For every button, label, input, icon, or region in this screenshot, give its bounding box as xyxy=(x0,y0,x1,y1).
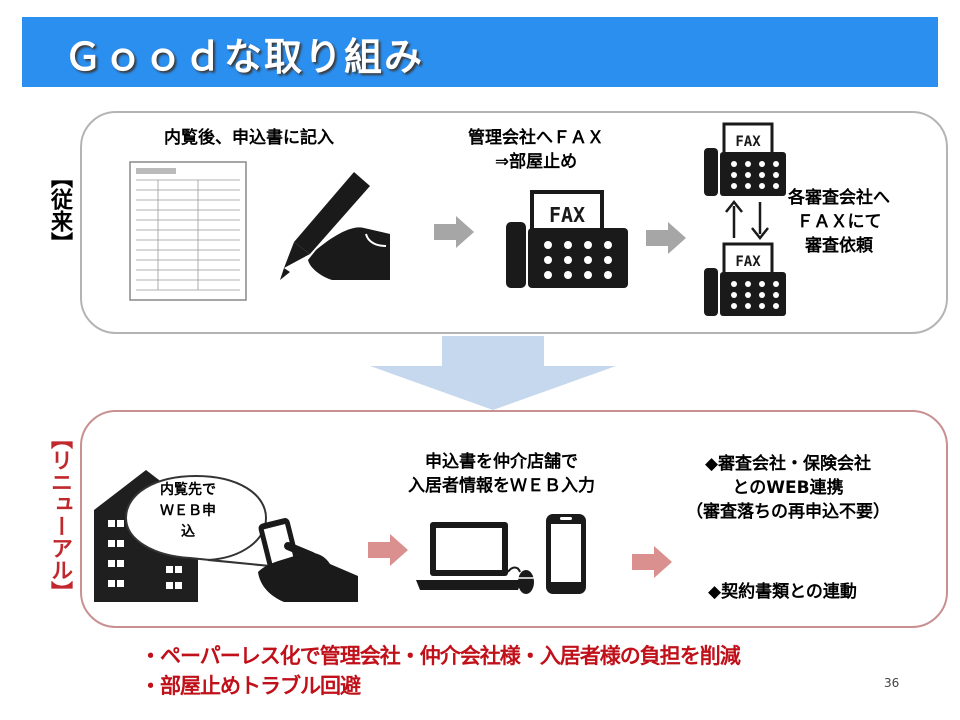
before-step3-line3: 審査依頼 xyxy=(805,236,873,256)
fax-text: FAX xyxy=(735,254,761,270)
before-step2-line1: 管理会社へＦＡＸ xyxy=(468,128,604,148)
before-step3-line2: ＦＡＸにて xyxy=(796,212,882,232)
renewal-step3-line1: ◆審査会社・保険会社 xyxy=(704,454,872,474)
before-step2-line2: ⇒部屋止め xyxy=(494,152,578,172)
bubble-line3: 込 xyxy=(181,524,195,540)
gray-arrow-icon xyxy=(646,222,686,254)
fax-text: FAX xyxy=(549,203,585,227)
renewal-step4-text: ◆契約書類との連動 xyxy=(708,582,857,602)
laptop-icon xyxy=(416,522,534,594)
footer-line1: ・ペーパーレス化で管理会社・仲介会社様・入居者様の負担を削減 xyxy=(140,644,741,668)
bubble-text: 内覧先で ＷＥＢ申 込 xyxy=(152,480,224,543)
smartphone-icon xyxy=(546,514,586,594)
renewal-step3-text: ◆審査会社・保険会社 とのWEB連携 （審査落ちの再申込不要） xyxy=(686,452,890,524)
renewal-section-label: 【リニューアル】 xyxy=(44,427,74,610)
footer-line2: ・部屋止めトラブル回避 xyxy=(140,674,361,698)
renewal-step2-text: 申込書を仲介店舗で 入居者情報をＷＥＢ入力 xyxy=(408,450,595,498)
transition-down-arrow-icon xyxy=(370,336,616,410)
renewal-label-text: 【リニューアル】 xyxy=(47,427,72,603)
page-title: Ｇｏｏｄな取り組み xyxy=(64,35,425,79)
application-form-icon xyxy=(129,161,247,301)
hand-smartphone-icon xyxy=(258,518,358,602)
title-bar xyxy=(22,17,938,87)
before-step2-text: 管理会社へＦＡＸ ⇒部屋止め xyxy=(468,126,604,174)
renewal-step3-line3: （審査落ちの再申込不要） xyxy=(686,502,890,522)
before-step3-text: 各審査会社へ ＦＡＸにて 審査依頼 xyxy=(788,186,890,258)
up-down-arrows-icon xyxy=(725,200,769,240)
page-number: 36 xyxy=(884,676,900,690)
pink-arrow-icon xyxy=(368,534,408,566)
renewal-step2-line2: 入居者情報をＷＥＢ入力 xyxy=(408,476,595,496)
gray-arrow-icon xyxy=(434,216,474,248)
fax-text: FAX xyxy=(735,134,761,150)
fax-machine-icon: FAX xyxy=(704,242,786,316)
before-step1-text: 内覧後、申込書に記入 xyxy=(164,128,334,148)
fax-machine-icon: FAX xyxy=(506,190,628,288)
bubble-line2: ＷＥＢ申 xyxy=(160,503,216,519)
hand-pen-icon xyxy=(280,172,390,280)
before-section-label: 【従来】 xyxy=(44,166,74,261)
renewal-step2-line1: 申込書を仲介店舗で xyxy=(425,452,578,472)
pink-arrow-icon xyxy=(632,546,672,578)
before-label-text: 【従来】 xyxy=(47,166,72,254)
before-step3-line1: 各審査会社へ xyxy=(788,188,890,208)
bubble-line1: 内覧先で xyxy=(160,482,216,498)
renewal-step3-line2: とのWEB連携 xyxy=(732,478,844,498)
fax-machine-icon: FAX xyxy=(704,122,786,196)
